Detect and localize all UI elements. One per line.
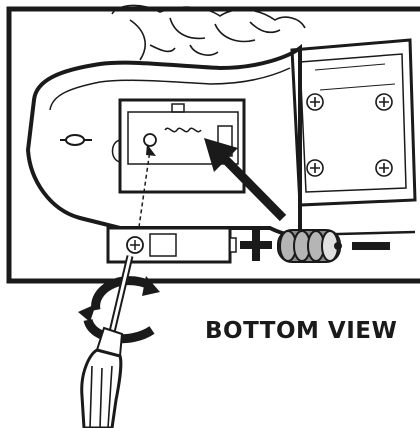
- minus-sign: [352, 242, 390, 250]
- housing-outline: [25, 43, 302, 238]
- fur-outline: [111, 4, 306, 61]
- mounting-plate: [290, 38, 417, 237]
- diagram-frame: [6, 6, 420, 284]
- housing-inner-line: [49, 67, 291, 111]
- plus-sign: [240, 229, 272, 261]
- battery-cover: [106, 226, 237, 264]
- battery-icon: [277, 229, 342, 263]
- bottom-view-caption: BOTTOM VIEW: [205, 318, 398, 344]
- screwdriver-icon: [80, 255, 134, 428]
- screw-icon: [306, 93, 393, 177]
- keyhole-icon: [60, 134, 92, 146]
- insert-arrow: [204, 138, 287, 222]
